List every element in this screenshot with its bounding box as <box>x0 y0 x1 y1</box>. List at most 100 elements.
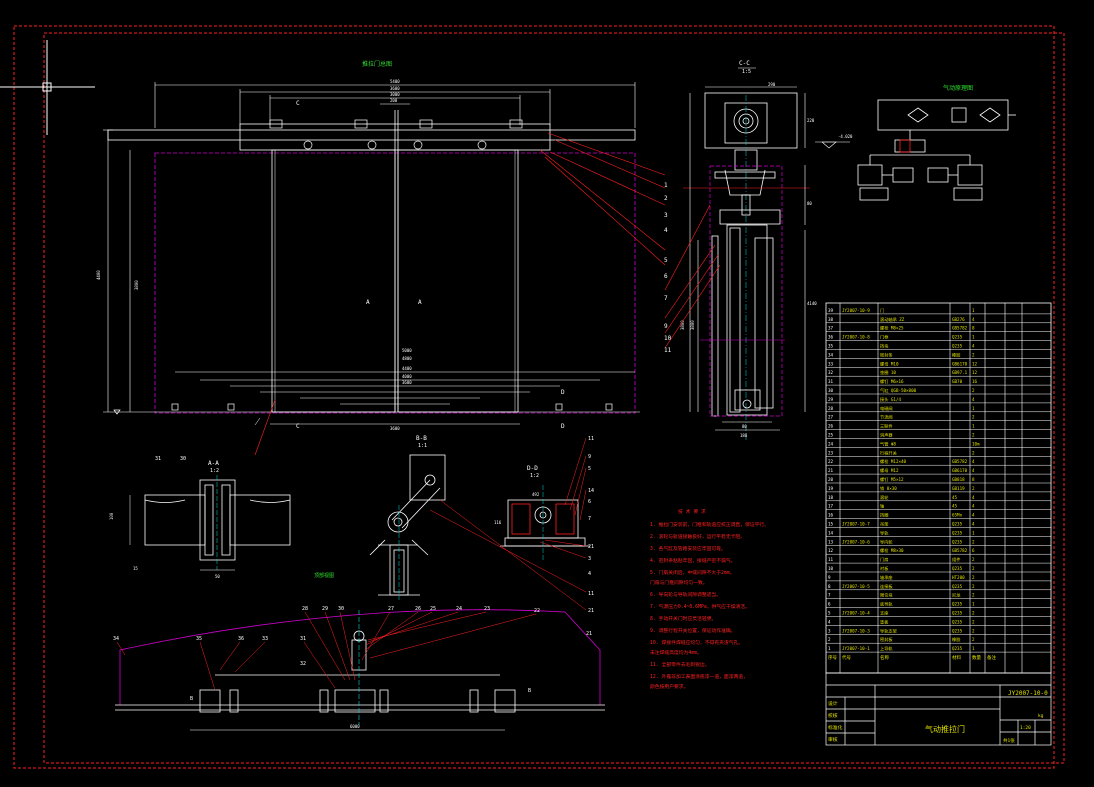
bom-header-cell: 数量 <box>972 654 981 661</box>
tech-req-line: 4. 密封条粘贴牢固，接缝严密不漏气。 <box>650 557 735 564</box>
svg-text:3600: 3600 <box>390 86 400 91</box>
section-cc-view: C-C 1:5 <box>664 60 853 440</box>
svg-text:100: 100 <box>109 512 114 520</box>
bom-cell: 滚动轴承 ZZ <box>880 316 905 323</box>
svg-text:5: 5 <box>588 466 591 472</box>
svg-text:A: A <box>418 299 422 306</box>
tech-req-line: 12. 外露非加工表面涂底漆一道，面漆两道， <box>650 673 748 680</box>
svg-text:31: 31 <box>155 456 161 462</box>
bom-cell: 4 <box>972 495 975 500</box>
bom-cell: 26 <box>828 424 834 429</box>
bom-cell: 16 <box>972 379 978 384</box>
bom-cell: Q235 <box>952 602 963 607</box>
right-callouts: 1 2 3 4 5 6 7 9 10 11 <box>664 182 672 354</box>
bom-cell: 12 <box>972 361 978 366</box>
svg-text:A: A <box>366 299 370 306</box>
callout-6: 6 <box>664 273 668 280</box>
section-bb-scale: 1:1 <box>418 443 427 449</box>
bom-cell: 14 <box>828 530 834 535</box>
svg-text:492: 492 <box>532 492 540 497</box>
section-bb-label: B-B <box>416 435 427 442</box>
bom-cell: 螺母 M10 <box>880 360 899 367</box>
svg-text:D: D <box>561 389 565 396</box>
cad-crosshair-cursor <box>0 40 95 135</box>
bom-cell: 垫板 <box>880 618 889 625</box>
bom-cell: 底导轨 <box>880 601 893 608</box>
bom-cell: 电磁阀 <box>880 405 893 412</box>
bom-cell: Q235 <box>952 566 963 571</box>
bom-cell: 组件 <box>952 556 960 563</box>
drawing-name: 气动推拉门 <box>925 724 965 734</box>
tech-req-line: 门扇与门框间隙均匀一致。 <box>650 579 708 586</box>
callout-22: 22 <box>534 608 540 614</box>
bom-cell: 吊架 <box>880 522 888 528</box>
bom-cell: 65Mn <box>952 513 963 518</box>
bom-cell: 4 <box>828 619 831 624</box>
bom-cell: 螺母 M12 <box>880 467 899 474</box>
bom-cell: 37 <box>828 326 834 331</box>
svg-text:4: 4 <box>588 571 591 577</box>
bom-cell: 1 <box>972 406 975 411</box>
bom-cell: 4 <box>972 459 975 464</box>
bom-cell: 2 <box>972 539 975 544</box>
svg-text:5000: 5000 <box>402 348 412 353</box>
tech-req-line: 7. 气源压力0.4~0.6MPa，供气应干燥清洁。 <box>650 603 750 610</box>
bom-cell: 2 <box>972 619 975 624</box>
bom-cell: GB818 <box>952 477 965 482</box>
sheet-inner-border <box>43 32 1065 764</box>
svg-text:14: 14 <box>588 488 594 494</box>
bom-cell: 45 <box>952 504 958 509</box>
technical-requirements: 技 术 要 求 1. 推拉门安装前，门框和轨道应校正调直，保证平行。 2. 滚轮… <box>650 508 769 690</box>
bom-cell: 接头 G1/4 <box>880 396 901 403</box>
bom-cell: 4 <box>972 513 975 518</box>
svg-text:116: 116 <box>494 520 502 525</box>
callout-9: 9 <box>664 323 668 330</box>
callout-28: 28 <box>302 606 308 612</box>
bom-cell: Q235 <box>952 522 963 527</box>
bom-cell: 螺栓 M12×40 <box>880 458 907 465</box>
bom-header: 序号代号名称材料数量备注 <box>828 654 996 661</box>
svg-text:3800: 3800 <box>680 320 685 330</box>
tech-req-line: 6. 导向轮与导轨间隙调整适当。 <box>650 591 721 598</box>
tech-req-title: 技 术 要 求 <box>678 508 706 515</box>
section-cc-label: C-C <box>739 60 750 67</box>
svg-text:3600: 3600 <box>390 426 400 431</box>
svg-text:80: 80 <box>742 424 747 429</box>
bom-cell: 2 <box>972 557 975 562</box>
bom-cell: 密封条 <box>880 351 893 358</box>
svg-text:6: 6 <box>588 499 591 505</box>
bom-cell: 21 <box>828 468 834 473</box>
tech-req-line: 未注焊缝高度均为4mm。 <box>650 649 702 656</box>
bom-cell: 35 <box>828 344 834 349</box>
bom-cell: 19 <box>828 486 834 491</box>
callout-25: 25 <box>430 606 436 612</box>
tech-req-line: 9. 调整行程开关位置，保证动作准确。 <box>650 627 735 634</box>
bom-cell: 三联件 <box>880 423 893 430</box>
bom-cell: 2 <box>972 388 975 393</box>
bom-cell: 1 <box>972 308 975 313</box>
bom-cell: 24 <box>828 441 834 446</box>
section-dd-label: D-D <box>527 465 538 472</box>
svg-text:80: 80 <box>807 201 812 206</box>
bom-header-cell: 代号 <box>842 654 851 661</box>
bom-cell: 消声器 <box>880 432 893 439</box>
bom-cell: 6 <box>828 602 831 607</box>
bom-cell: 28 <box>828 406 834 411</box>
bom-cell: 36 <box>828 335 834 340</box>
svg-text:180: 180 <box>740 433 748 438</box>
callout-11: 11 <box>664 347 672 354</box>
svg-text:35: 35 <box>196 636 202 642</box>
bom-cell: 1 <box>972 424 975 429</box>
main-view-title: 推拉门总图 <box>362 60 392 68</box>
bom-cell: 4 <box>972 468 975 473</box>
bom-cell: 16 <box>828 513 834 518</box>
bom-cell: 导向轮 <box>880 538 893 545</box>
svg-text:3600: 3600 <box>402 380 412 385</box>
bom-cell: 7 <box>828 593 831 598</box>
bom-cell: 20 <box>828 477 834 482</box>
bom-cell: 2 <box>972 566 975 571</box>
bom-cell: 12 <box>972 370 978 375</box>
svg-text:D: D <box>561 423 565 430</box>
